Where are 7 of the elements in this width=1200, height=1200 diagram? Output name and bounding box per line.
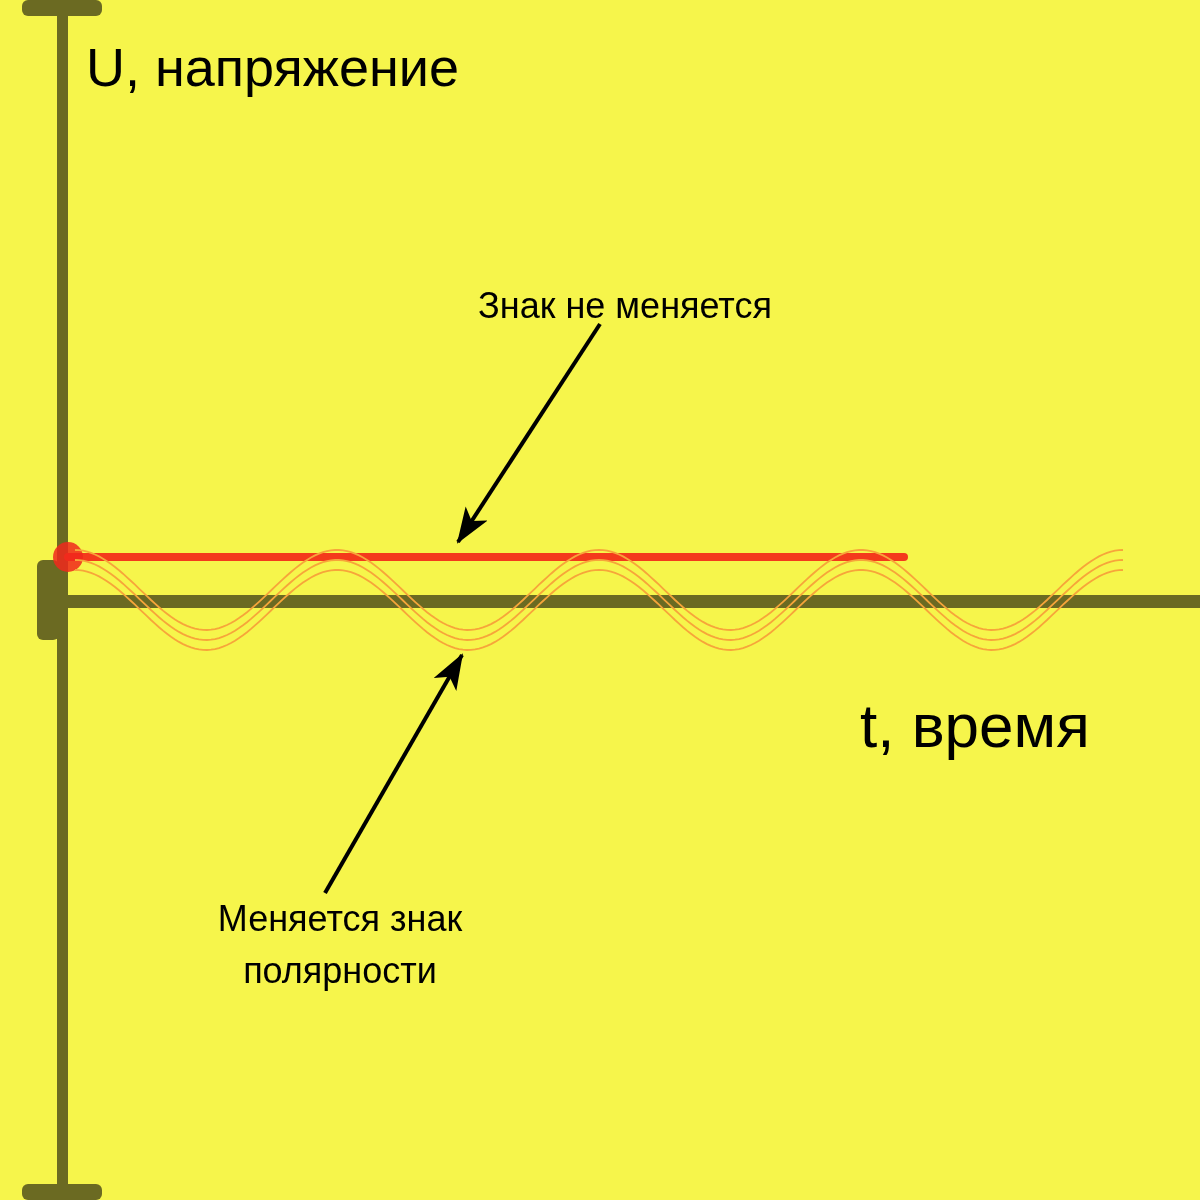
axis-label: U, напряжение	[86, 36, 459, 98]
annotation-text: Меняется знак полярности	[160, 893, 520, 993]
leader-arrow	[456, 322, 602, 544]
annotation-text: Знак не меняется	[420, 280, 830, 324]
constant-voltage-line	[53, 542, 908, 572]
leader-arrow	[323, 653, 464, 894]
axis-label: t, время	[860, 690, 1090, 761]
